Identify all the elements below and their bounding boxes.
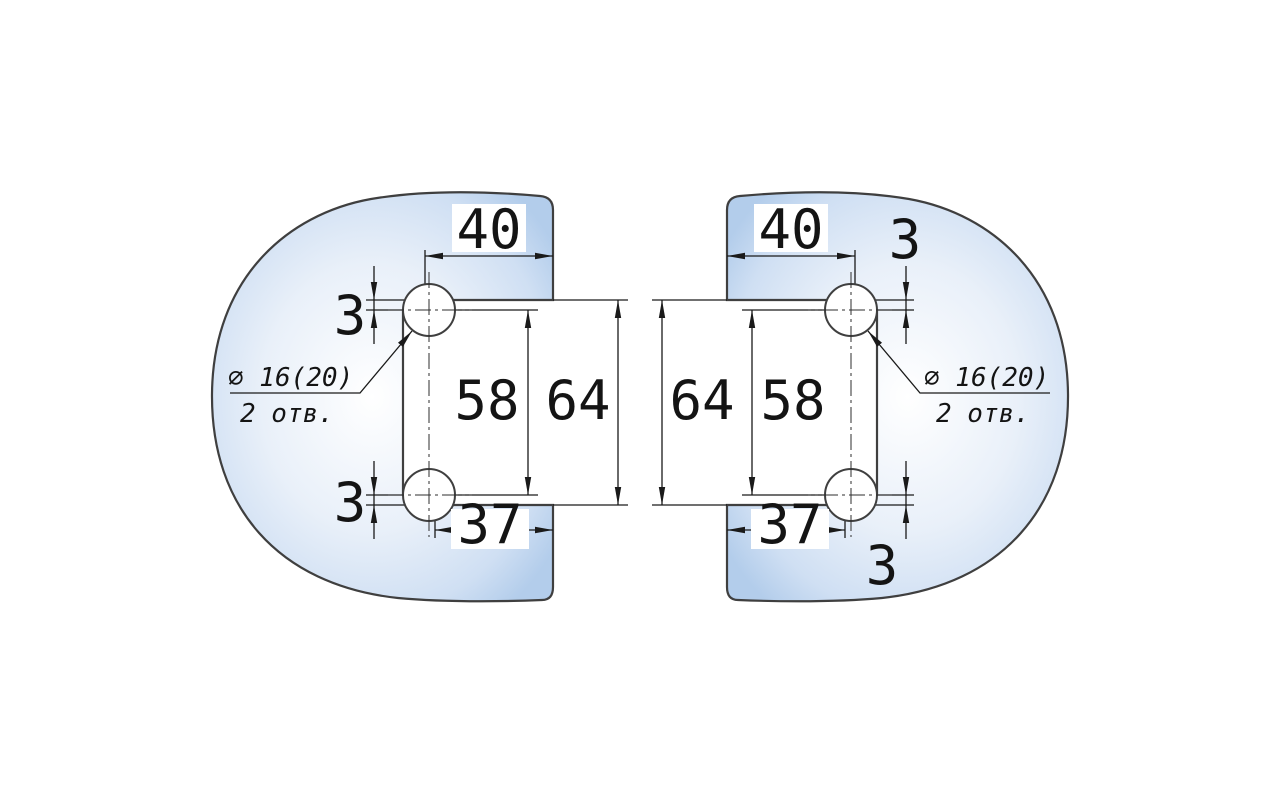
dim-bottom-width-right: 37 [757, 493, 822, 556]
hole-note-line1-right: ∅ 16(20) [924, 363, 1049, 393]
right-panel-dimensions: 40 37 58 64 3 3 ∅ 16(20) 2 отв. [669, 198, 1049, 597]
dim-cutout-height-left: 64 [545, 369, 610, 432]
dim-top-width-left: 40 [456, 198, 521, 261]
dim-bottom-width-left: 37 [457, 493, 522, 556]
hole-note-line1-left: ∅ 16(20) [228, 363, 353, 393]
dim-offset-bottom-right: 3 [866, 534, 899, 597]
dim-offset-top-left: 3 [334, 284, 367, 347]
left-panel-dimensions: 40 37 58 64 3 3 ∅ 16(20) 2 отв. [228, 198, 611, 556]
dim-cutout-height-right: 64 [669, 369, 734, 432]
hole-note-line2-right: 2 отв. [936, 399, 1030, 429]
dim-offset-top-right: 3 [889, 208, 922, 271]
dim-hole-pitch-left: 58 [454, 369, 519, 432]
dim-hole-pitch-right: 58 [760, 369, 825, 432]
dim-top-width-right: 40 [758, 198, 823, 261]
dim-offset-bottom-left: 3 [334, 471, 367, 534]
hole-note-line2-left: 2 отв. [240, 399, 334, 429]
